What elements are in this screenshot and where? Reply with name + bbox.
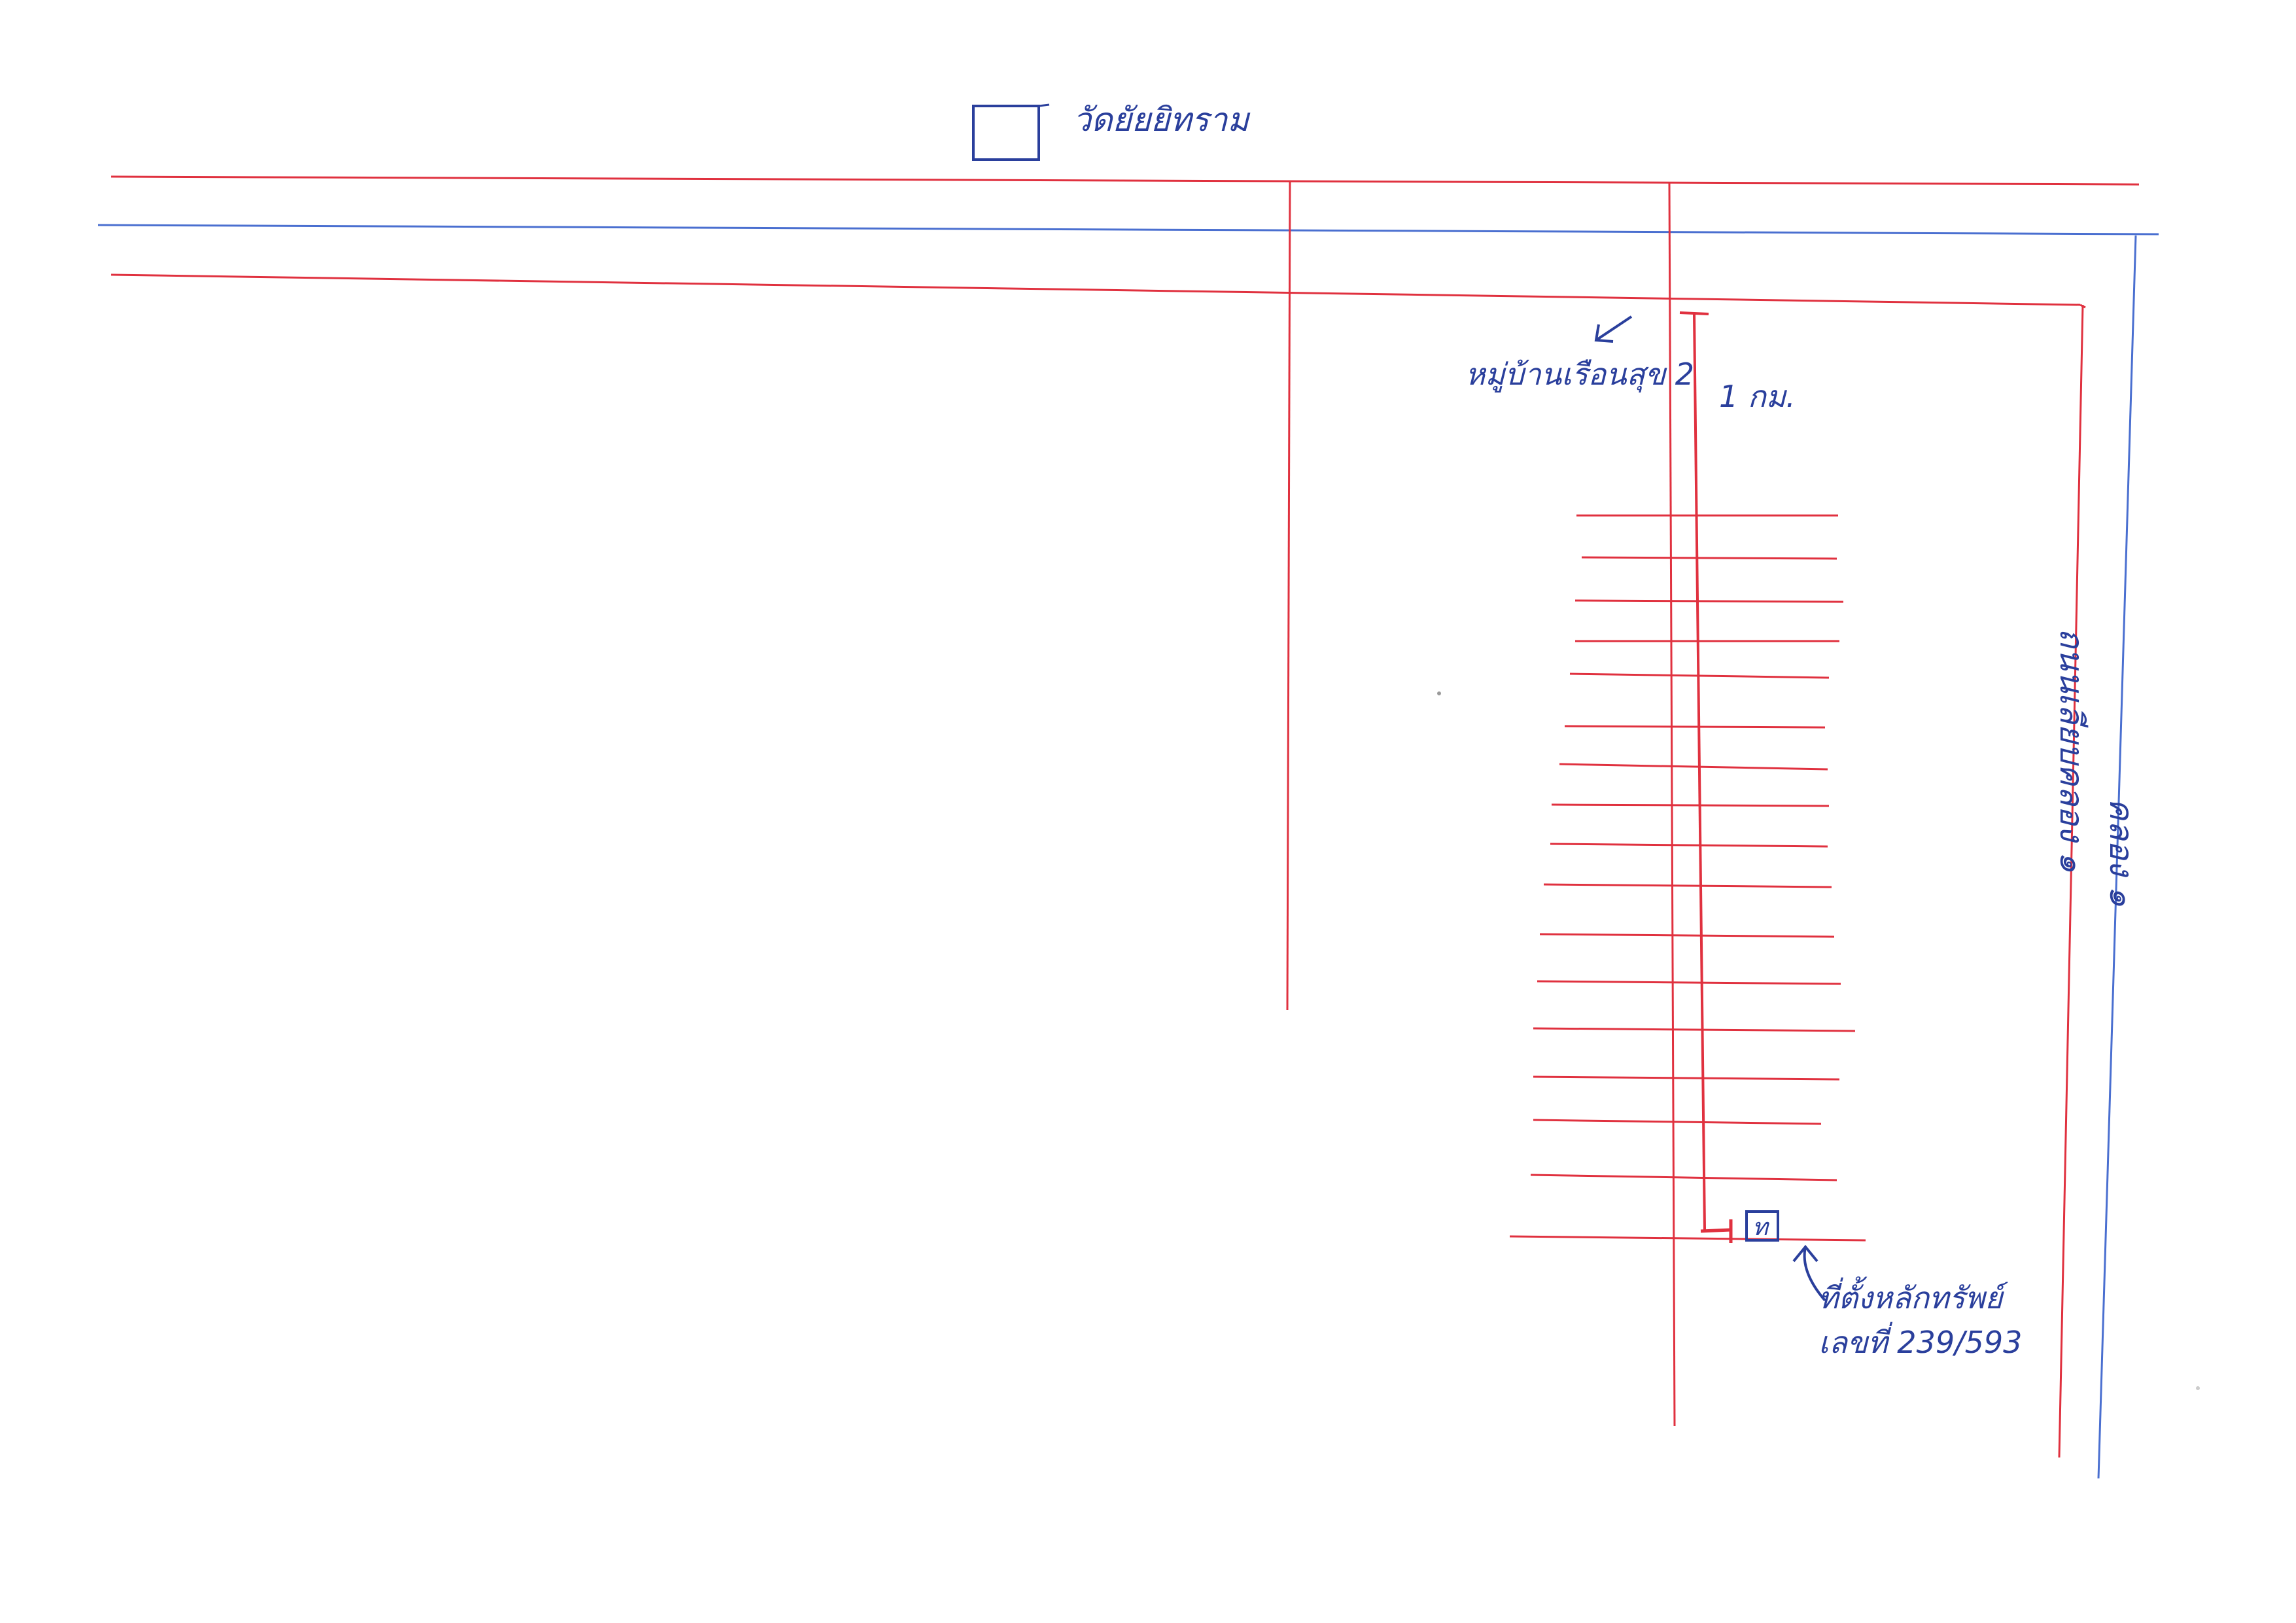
property-label-2: เลขที่ 239/593	[1818, 1321, 2022, 1360]
subdivision-lanes	[1509, 514, 1866, 1242]
soi-left	[1286, 181, 1291, 1011]
canal-label: คลอง ๑	[2102, 798, 2140, 907]
lane	[1533, 1075, 1840, 1081]
canal-vertical	[2097, 235, 2137, 1479]
main-road-top-edge	[111, 175, 2140, 186]
lane	[1574, 599, 1844, 603]
canal-horizontal	[97, 224, 2159, 236]
paper-speck	[2196, 1386, 2200, 1390]
pointer-arrow-icon	[1594, 315, 1633, 343]
distance-label: 1 กม.	[1719, 379, 1796, 414]
property-box-label: ท	[1752, 1214, 1770, 1241]
lane	[1539, 933, 1835, 938]
lane	[1543, 883, 1832, 888]
side-road-right-edge	[2058, 304, 2084, 1458]
lane	[1533, 1027, 1856, 1032]
lane	[1559, 763, 1828, 771]
temple-label: วัดยัยยิทราม	[1073, 101, 1251, 139]
lane	[1564, 725, 1826, 729]
lane	[1509, 1235, 1866, 1242]
pointer-arrow-icon	[1792, 1244, 1826, 1302]
lane	[1533, 1119, 1822, 1125]
lane	[1530, 1174, 1837, 1181]
lane	[1550, 843, 1828, 848]
lane	[1551, 803, 1830, 807]
lane	[1537, 980, 1841, 985]
property-box-icon	[1745, 1210, 1779, 1242]
temple-box-icon	[972, 103, 1050, 161]
paper-speck	[1437, 691, 1441, 695]
village-label: หมู่บ้านเรือนสุข 2	[1465, 357, 1694, 393]
road-side-label: ถนนเลียบคลอง ๑	[2053, 628, 2091, 873]
lane	[1581, 556, 1837, 560]
property-label-1: ที่ตั้งหลักทรัพย์	[1818, 1276, 2008, 1316]
main-road-bottom-edge	[111, 273, 2081, 306]
lane	[1569, 672, 1830, 679]
distance-line	[1679, 311, 1733, 1243]
